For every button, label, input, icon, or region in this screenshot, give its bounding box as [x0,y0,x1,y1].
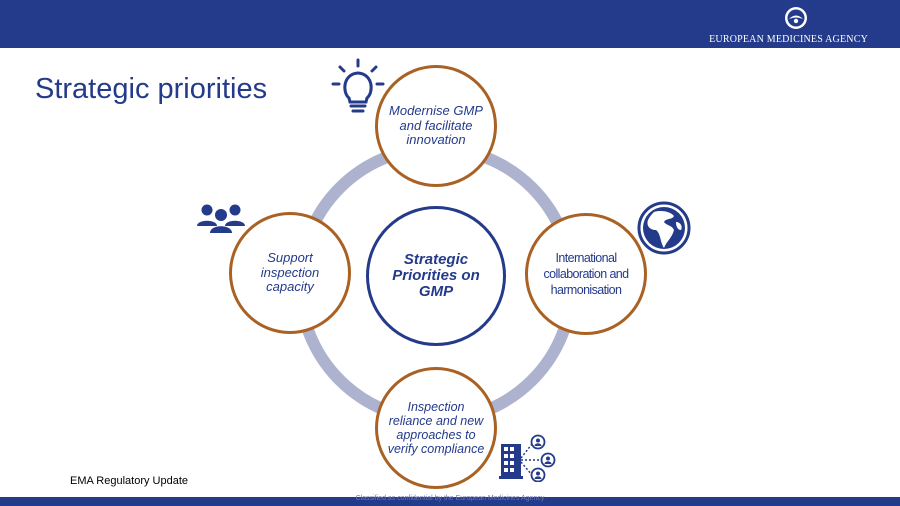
footer-label: EMA Regulatory Update [70,475,189,487]
priority-label: International collaboration and harmonis… [543,251,629,297]
people-group-icon [197,204,245,233]
network-building-icon [499,434,556,482]
priority-node-capacity: Support inspection capacity [229,212,351,334]
agency-logo: EUROPEAN MEDICINES AGENCY [709,6,868,46]
lightbulb-icon [331,58,385,113]
globe-icon [637,201,691,255]
priority-label: Support inspection capacity [260,250,320,295]
classification-notice: Classified as confidential by the Europe… [355,495,545,502]
page-title: Strategic priorities [35,73,268,105]
priority-node-reliance: Inspection reliance and new approaches t… [375,367,497,489]
ema-logo-icon [785,7,807,29]
footer-bar: Classified as confidential by the Europe… [0,495,900,506]
priority-label: Inspection reliance and new approaches t… [387,400,485,456]
header-bar: EUROPEAN MEDICINES AGENCY [0,0,900,48]
agency-name: EUROPEAN MEDICINES AGENCY [709,34,868,45]
center-label: Strategic Priorities on GMP [392,251,480,300]
priority-node-international: International collaboration and harmonis… [525,213,647,335]
priority-node-modernise: Modernise GMP and facilitate innovation [375,65,497,187]
priority-label: Modernise GMP and facilitate innovation [389,103,483,148]
center-node: Strategic Priorities on GMP [366,206,506,346]
